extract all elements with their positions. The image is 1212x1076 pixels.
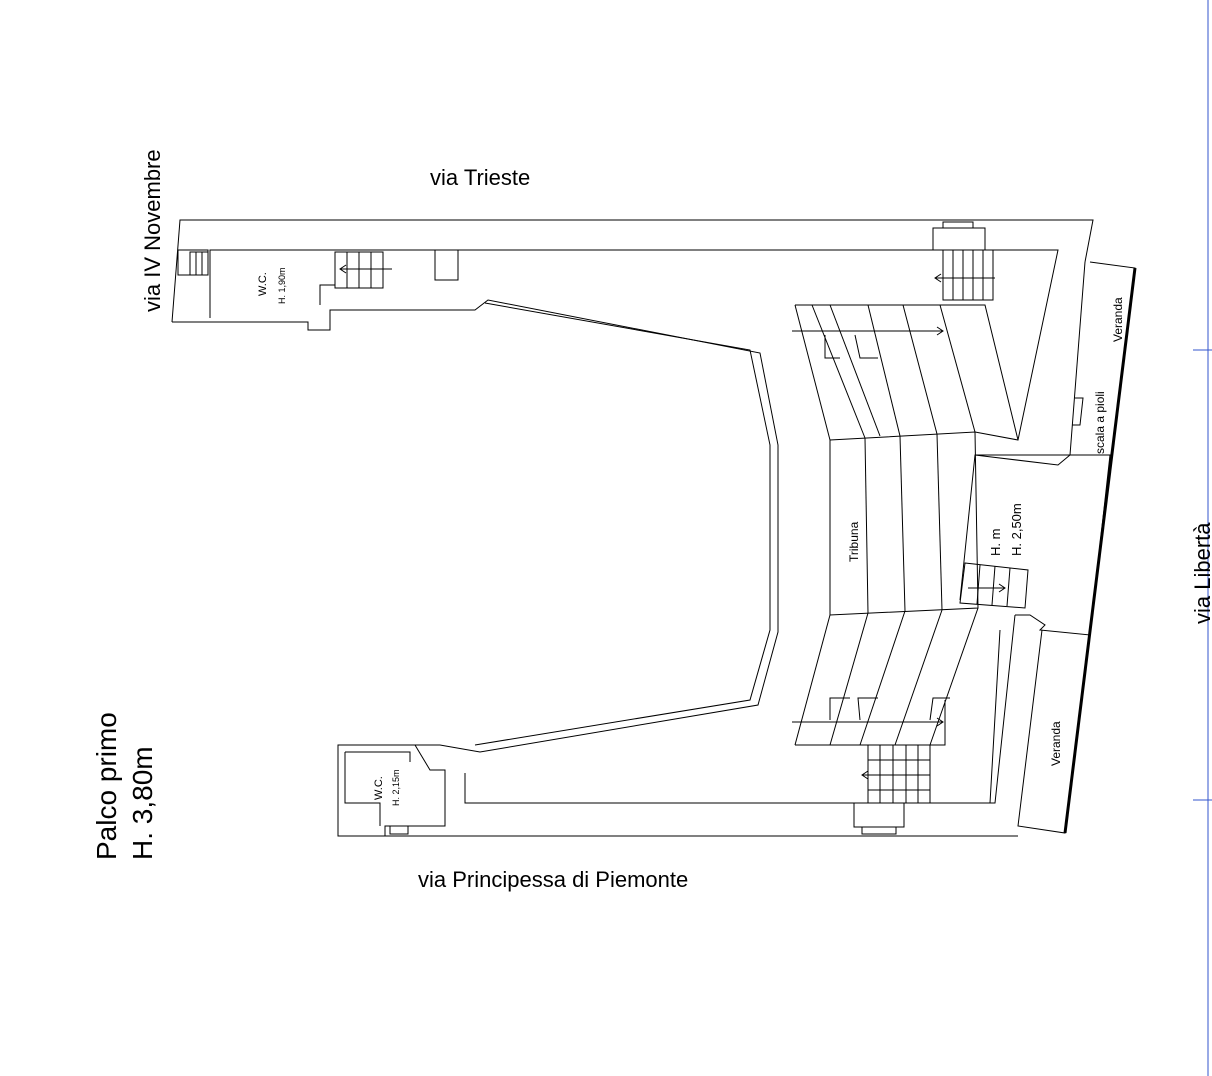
floor-height-label: H. 3,80m bbox=[127, 746, 158, 860]
street-label-bottom: via Principessa di Piemonte bbox=[418, 867, 688, 892]
wc-bottom-label: W.C. bbox=[373, 776, 385, 800]
direction-arrows bbox=[339, 264, 1006, 780]
veranda-bottom-label: Veranda bbox=[1049, 721, 1063, 766]
street-label-left: via IV Novembre bbox=[140, 149, 165, 312]
room-height-overlap-label: H. m bbox=[988, 529, 1003, 556]
scala-label: scala a pioli bbox=[1093, 391, 1107, 454]
wc-top-height: H. 1,90m bbox=[277, 267, 287, 304]
veranda-top-label: Veranda bbox=[1111, 297, 1125, 342]
floor-name-label: Palco primo bbox=[91, 712, 122, 860]
street-label-top: via Trieste bbox=[430, 165, 530, 190]
tribuna-label: Tribuna bbox=[847, 521, 861, 562]
ruler bbox=[1193, 0, 1212, 1076]
street-label-right: via Libertà bbox=[1190, 522, 1212, 624]
room-height-label: H. 2,50m bbox=[1009, 503, 1024, 556]
wc-top-label: W.C. bbox=[257, 272, 269, 296]
walls bbox=[171, 219, 1137, 837]
wc-bottom-height: H. 2,15m bbox=[391, 769, 401, 806]
